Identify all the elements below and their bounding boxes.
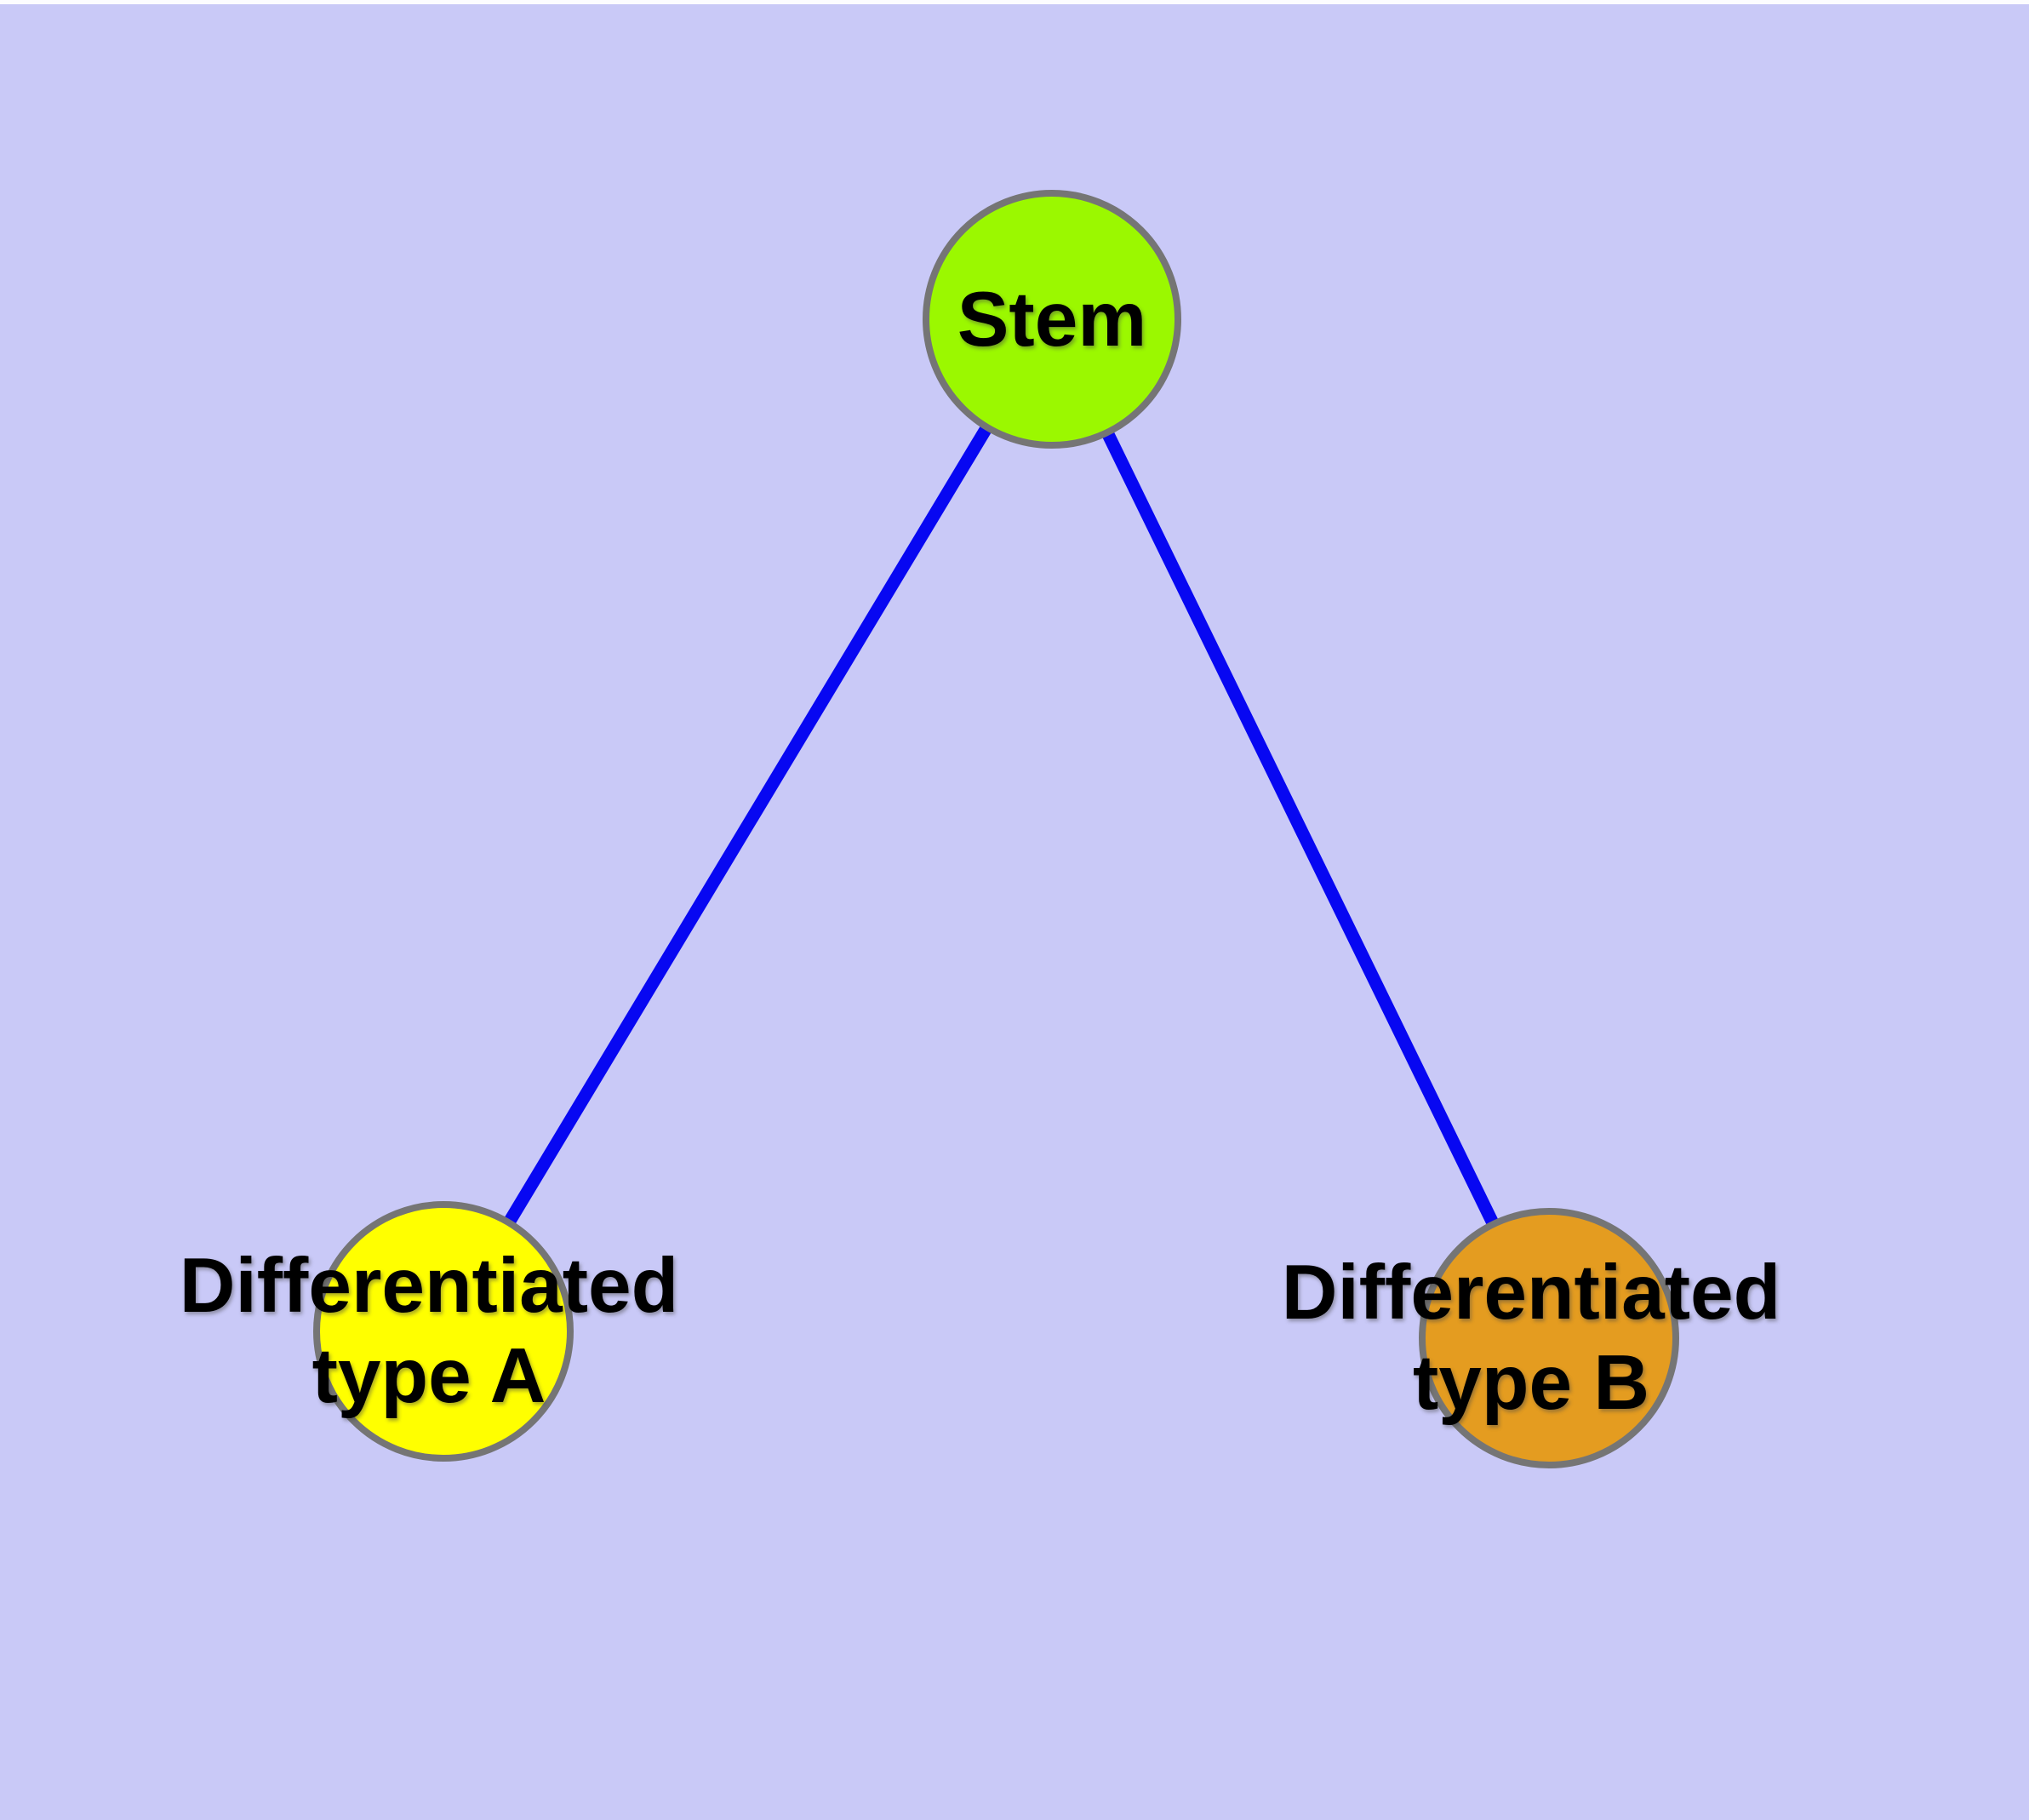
edge-stem-typeB[interactable] [1046,316,1555,1342]
node-typeB[interactable] [1419,1208,1679,1468]
node-typeA[interactable] [313,1201,574,1462]
node-stem[interactable] [923,190,1181,449]
canvas-top-edge [0,0,2029,4]
edge-stem-typeA[interactable] [437,316,1058,1335]
